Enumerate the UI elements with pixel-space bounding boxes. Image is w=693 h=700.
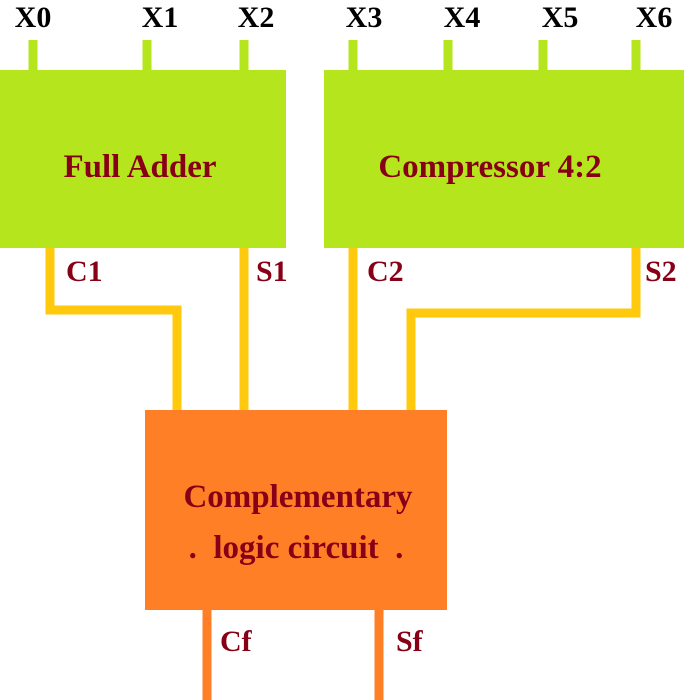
wire-c1 — [45, 248, 182, 412]
signal-label-s1: S1 — [256, 255, 288, 288]
input-stubs — [28, 40, 641, 72]
full-adder-block — [0, 70, 286, 248]
signal-label-cf: Cf — [220, 625, 253, 658]
input-labels: X0 X1 X2 X3 X4 X5 X6 — [15, 1, 673, 34]
complementary-label-line1: Complementary — [183, 479, 413, 515]
signal-label-sf: Sf — [396, 625, 424, 658]
input-label-x6: X6 — [636, 1, 673, 34]
signal-label-s2: S2 — [645, 255, 677, 288]
input-label-x3: X3 — [346, 1, 383, 34]
complementary-label-line2: . logic circuit . — [189, 530, 404, 566]
compressor-block — [324, 70, 684, 248]
input-label-x2: X2 — [238, 1, 275, 34]
signal-label-c2: C2 — [367, 255, 404, 288]
wire-s2 — [406, 248, 641, 412]
input-label-x0: X0 — [15, 1, 52, 34]
wires — [45, 248, 641, 412]
input-label-x5: X5 — [542, 1, 579, 34]
input-label-x4: X4 — [444, 1, 481, 34]
complementary-block — [145, 410, 447, 610]
compressor-label: Compressor 4:2 — [378, 149, 601, 185]
signal-label-c1: C1 — [66, 255, 103, 288]
full-adder-label: Full Adder — [63, 149, 216, 185]
input-label-x1: X1 — [142, 1, 179, 34]
